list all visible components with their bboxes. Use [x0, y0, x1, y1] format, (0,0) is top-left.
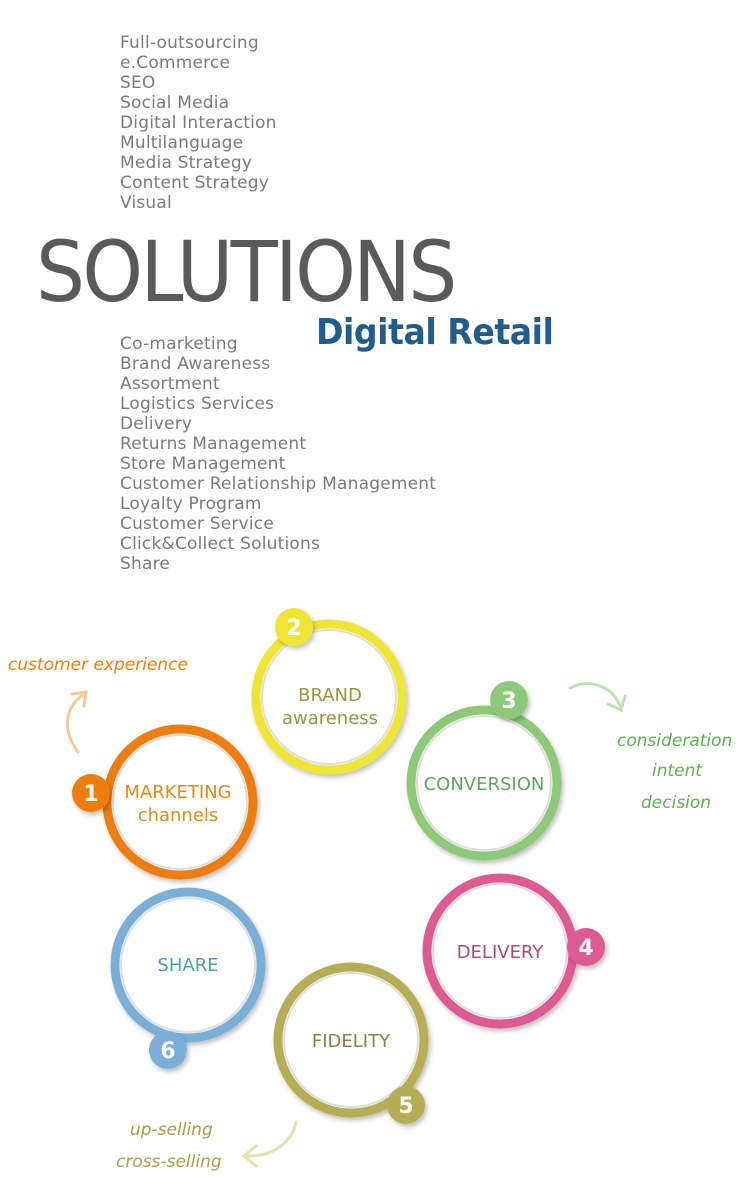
stage-number: 3 [501, 689, 516, 714]
note-customer-experience: customer experience [8, 655, 188, 675]
stage-marketing: 1 MARKETING channels [72, 724, 258, 880]
note-cross-selling: cross-selling [116, 1152, 222, 1172]
list-item: Brand Awareness [120, 354, 271, 374]
list-item: Returns Management [120, 434, 307, 454]
stage-ring [406, 705, 562, 861]
list-item: Co-marketing [120, 334, 238, 354]
stage-number: 2 [286, 616, 301, 641]
services-list-bottom: Co-marketing Brand Awareness Assortment … [120, 334, 436, 574]
services-list-top: Full-outsourcing e.Commerce SEO Social M… [120, 33, 277, 213]
stage-ring [110, 887, 266, 1043]
stage-conversion: 3 CONVERSION [406, 681, 562, 861]
stage-subtitle: awareness [282, 708, 378, 729]
stage-title: BRAND [298, 685, 362, 706]
arrow-up-selling [241, 1120, 298, 1168]
list-item: Store Management [120, 454, 286, 474]
list-item: e.Commerce [120, 53, 231, 73]
stage-title: SHARE [157, 955, 218, 976]
stage-subtitle: channels [138, 805, 219, 826]
list-item: Loyalty Program [120, 494, 262, 514]
list-item: Full-outsourcing [120, 33, 259, 53]
list-item: Logistics Services [120, 394, 275, 414]
retail-cycle-diagram: 1 MARKETING channels 2 BRAND awareness 3… [8, 608, 732, 1172]
stage-badge [275, 608, 313, 646]
stage-number: 4 [578, 936, 593, 961]
note-intent: intent [652, 761, 703, 781]
stage-ring [273, 962, 429, 1118]
stage-badge [149, 1031, 187, 1069]
list-item: Digital Interaction [120, 113, 277, 133]
stage-title: MARKETING [124, 782, 231, 803]
stage-badge [387, 1086, 425, 1124]
list-item: Assortment [120, 374, 220, 394]
stage-brand: 2 BRAND awareness [251, 608, 407, 775]
list-item: Social Media [120, 93, 230, 113]
stage-badge [567, 928, 605, 966]
arrow-consideration [568, 682, 627, 713]
stage-title: CONVERSION [424, 774, 545, 795]
stage-title: FIDELITY [312, 1031, 391, 1052]
list-item: SEO [120, 73, 156, 93]
stage-fidelity: 5 FIDELITY [273, 962, 429, 1124]
list-item: Share [120, 554, 171, 574]
list-item: Delivery [120, 414, 193, 434]
note-decision: decision [641, 793, 711, 813]
stage-title: DELIVERY [457, 942, 545, 963]
list-item: Content Strategy [120, 173, 270, 193]
page-title: SOLUTIONS [36, 223, 457, 321]
stage-number: 1 [83, 782, 98, 807]
stage-number: 6 [160, 1039, 175, 1064]
list-item: Media Strategy [120, 153, 253, 173]
stage-badge [490, 681, 528, 719]
arrow-customer-experience [65, 690, 88, 754]
list-item: Customer Relationship Management [120, 474, 437, 494]
page-subtitle: Digital Retail [316, 312, 554, 353]
note-up-selling: up-selling [130, 1120, 213, 1140]
note-consideration: consideration [617, 731, 732, 751]
list-item: Click&Collect Solutions [120, 534, 321, 554]
list-item: Customer Service [120, 514, 275, 534]
stage-ring [251, 619, 407, 775]
stage-number: 5 [398, 1094, 413, 1119]
stage-share: 6 SHARE [110, 887, 266, 1069]
stage-badge [72, 774, 110, 812]
list-item: Visual [120, 193, 172, 213]
stage-delivery: 4 DELIVERY [422, 873, 605, 1029]
list-item: Multilanguage [120, 133, 244, 153]
